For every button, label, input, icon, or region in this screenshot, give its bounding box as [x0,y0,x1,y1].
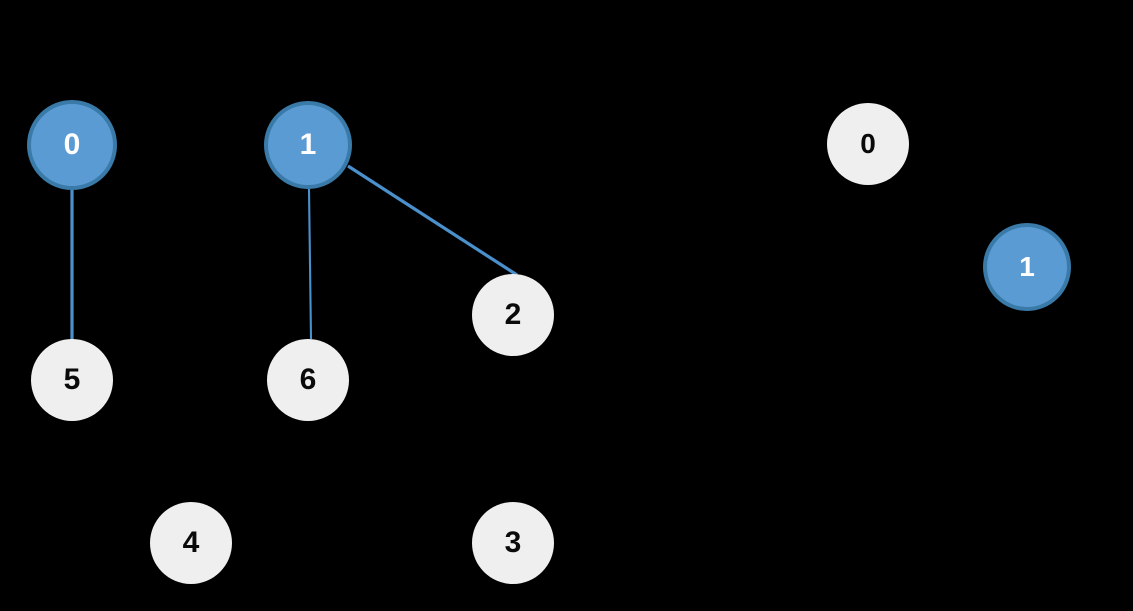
graph-node-3[interactable]: 3 [472,502,554,584]
graph-node-label: 1 [299,128,317,161]
graph-node-label: 2 [504,298,522,331]
graph-node-label: 4 [182,526,200,559]
graph-node-label: 5 [63,363,81,396]
graph-node-0[interactable]: 0 [27,100,117,190]
graph-node-1[interactable]: 1 [264,101,352,189]
graph-node-5[interactable]: 5 [31,339,113,421]
graph-node-2[interactable]: 2 [472,274,554,356]
graph-node-label: 0 [63,128,81,161]
graph-node-6[interactable]: 6 [267,339,349,421]
graph-node-label: 0 [860,128,876,159]
graph-node-label: 1 [1019,251,1035,282]
graph-node-4[interactable]: 4 [150,502,232,584]
graph-node-1[interactable]: 1 [983,223,1071,311]
graph-node-0[interactable]: 0 [827,103,909,185]
graph-node-label: 3 [504,526,522,559]
graph-node-label: 6 [299,363,317,396]
